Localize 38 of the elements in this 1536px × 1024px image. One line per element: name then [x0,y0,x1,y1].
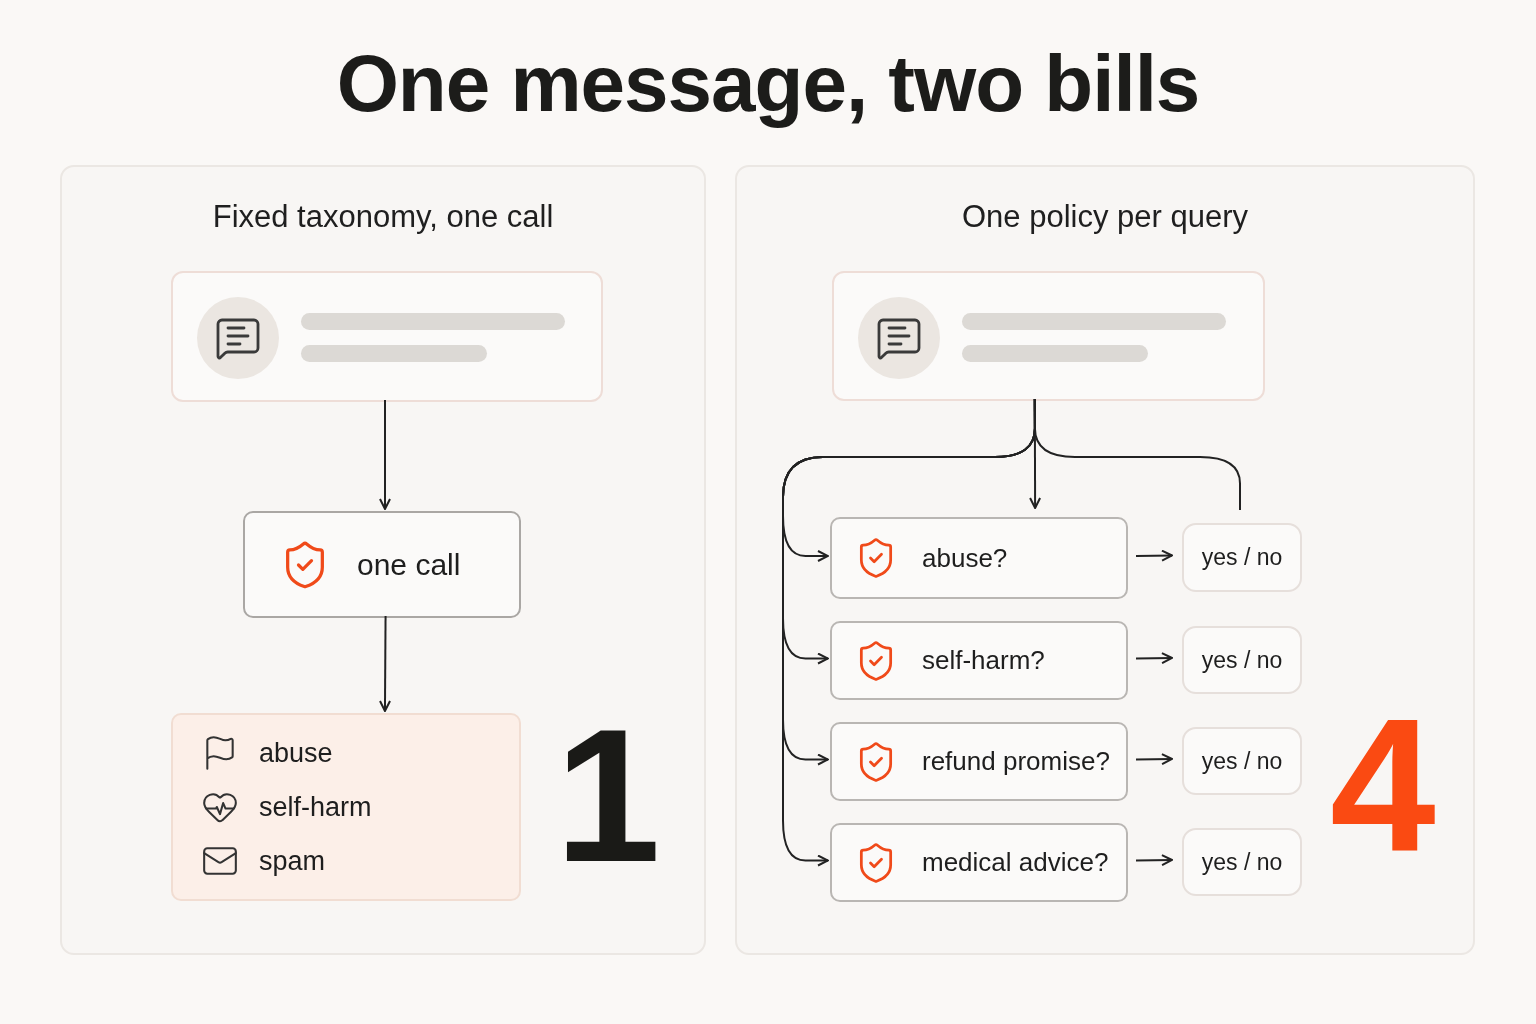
connector-line [1033,398,1241,511]
count-number: 4 [1330,690,1436,880]
policy-box [830,517,1128,599]
count-number: 1 [555,700,661,890]
category-label: self-harm [259,791,372,823]
arrow [379,615,391,712]
message-card [832,271,1265,401]
arrow [1135,854,1173,867]
node-label: refund promise? [922,746,1110,777]
answer-label: yes / no [1201,544,1283,570]
panel-card [60,165,706,955]
answer-label: yes / no [1201,646,1283,673]
policy-box [830,722,1128,801]
arrow [379,399,391,510]
panel-heading: One policy per query [960,199,1249,235]
arrow [1135,549,1173,562]
answer-box [1182,828,1302,896]
arrow [1135,753,1173,766]
category-label: spam [259,845,326,877]
node-label: abuse? [922,542,1008,574]
policy-box [830,621,1128,700]
process-box [243,511,521,618]
node-label: one call [357,547,461,582]
result-box [171,713,521,901]
answer-label: yes / no [1201,747,1283,774]
panel-card [735,165,1475,955]
category-label: abuse [259,737,333,769]
diagram-title: One message, two bills [335,38,1201,130]
panel-heading: Fixed taxonomy, one call [211,199,555,235]
arrow [1135,652,1173,665]
answer-label: yes / no [1201,848,1283,875]
answer-box [1182,523,1302,592]
node-label: medical advice? [922,847,1109,878]
node-label: self-harm? [922,645,1045,676]
policy-box [830,823,1128,902]
answer-box [1182,626,1302,694]
answer-box [1182,727,1302,795]
message-card [171,271,603,402]
